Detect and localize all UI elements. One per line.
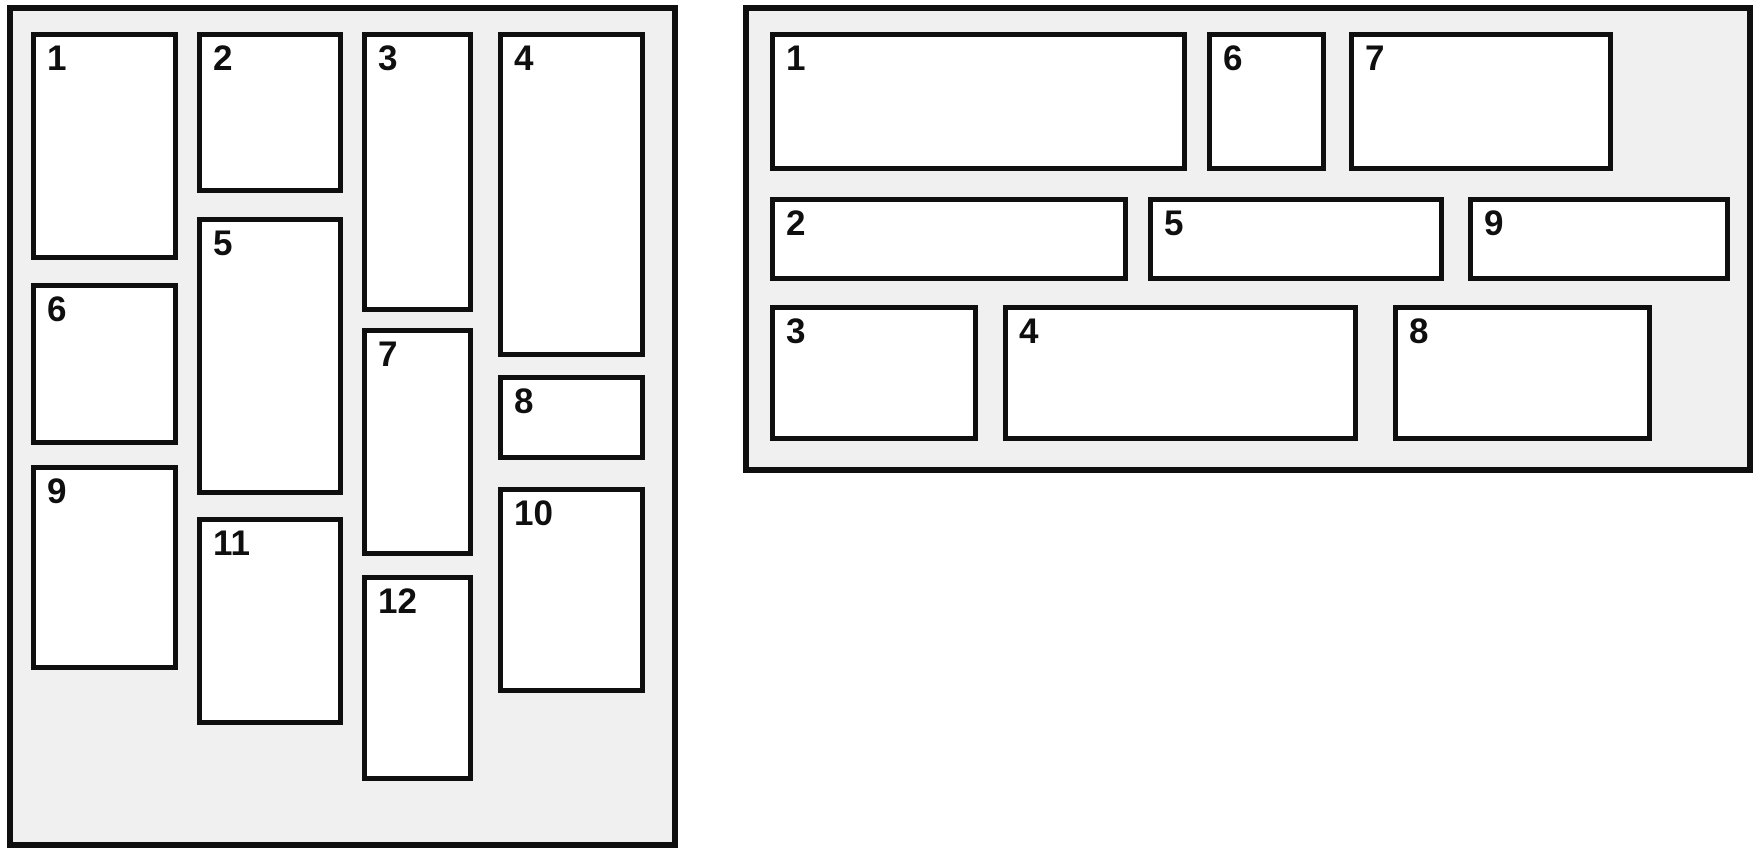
layout-box-vertical-masonry-9: 9	[31, 465, 178, 670]
box-number-label: 6	[47, 290, 67, 329]
layout-box-horizontal-masonry-1: 1	[770, 32, 1187, 171]
layout-box-vertical-masonry-1: 1	[31, 32, 178, 260]
box-number-label: 9	[47, 472, 67, 511]
layout-box-horizontal-masonry-5: 5	[1148, 197, 1444, 281]
box-number-label: 4	[514, 39, 534, 78]
box-number-label: 7	[1365, 39, 1385, 78]
layout-box-horizontal-masonry-6: 6	[1207, 32, 1326, 171]
box-number-label: 11	[213, 524, 250, 563]
box-number-label: 10	[514, 494, 553, 533]
box-number-label: 6	[1223, 39, 1243, 78]
box-number-label: 4	[1019, 312, 1039, 351]
layout-box-vertical-masonry-8: 8	[498, 375, 645, 460]
box-number-label: 1	[786, 39, 806, 78]
layout-box-vertical-masonry-6: 6	[31, 283, 178, 445]
box-number-label: 8	[514, 382, 534, 421]
layout-box-horizontal-masonry-2: 2	[770, 197, 1128, 281]
layout-box-horizontal-masonry-9: 9	[1468, 197, 1730, 281]
box-number-label: 1	[47, 39, 67, 78]
box-number-label: 8	[1409, 312, 1429, 351]
layout-box-horizontal-masonry-4: 4	[1003, 305, 1358, 441]
box-number-label: 3	[378, 39, 398, 78]
layout-box-vertical-masonry-12: 12	[362, 575, 473, 781]
box-number-label: 12	[378, 582, 417, 621]
horizontal-masonry-panel: 1 2 3 4 5 6 7 8 9	[743, 5, 1753, 473]
box-number-label: 3	[786, 312, 806, 351]
layout-box-vertical-masonry-5: 5	[197, 217, 343, 495]
box-number-label: 5	[1164, 204, 1184, 243]
layout-box-horizontal-masonry-7: 7	[1349, 32, 1613, 171]
layout-box-horizontal-masonry-8: 8	[1393, 305, 1652, 441]
layout-box-vertical-masonry-11: 11	[197, 517, 343, 725]
layout-box-vertical-masonry-3: 3	[362, 32, 473, 312]
box-number-label: 7	[378, 335, 398, 374]
layout-box-horizontal-masonry-3: 3	[770, 305, 978, 441]
layout-box-vertical-masonry-7: 7	[362, 328, 473, 556]
box-number-label: 2	[213, 39, 233, 78]
layout-box-vertical-masonry-4: 4	[498, 32, 645, 357]
box-number-label: 5	[213, 224, 233, 263]
box-number-label: 9	[1484, 204, 1504, 243]
layout-box-vertical-masonry-10: 10	[498, 487, 645, 693]
layout-box-vertical-masonry-2: 2	[197, 32, 343, 193]
box-number-label: 2	[786, 204, 806, 243]
